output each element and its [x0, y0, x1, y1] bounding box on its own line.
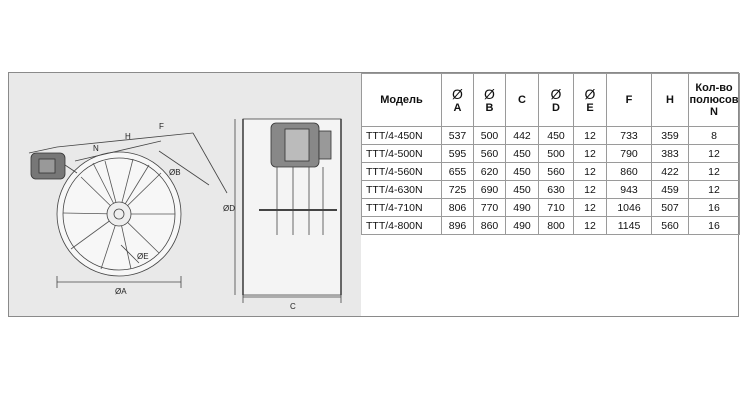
cell-f: 1145 [606, 216, 652, 235]
cell-f: 1046 [606, 198, 652, 217]
fan-technical-drawing: ØA ØB C ØD ØE F H N [9, 73, 361, 316]
header-c: C [505, 73, 539, 127]
cell-a: 655 [441, 162, 474, 181]
cell-model: TTT/4-560N [361, 162, 442, 181]
cell-e: 12 [573, 180, 607, 199]
header-f: F [606, 73, 652, 127]
cell-e: 12 [573, 162, 607, 181]
cell-c: 442 [505, 126, 539, 145]
label-f: F [159, 122, 164, 131]
cell-poles: 8 [688, 126, 740, 145]
label-n: N [93, 144, 99, 153]
table-row: TTT/4-560N 655 620 450 560 12 860 422 12 [361, 162, 740, 181]
cell-b: 620 [473, 162, 506, 181]
cell-b: 860 [473, 216, 506, 235]
cell-a: 595 [441, 144, 474, 163]
cell-e: 12 [573, 198, 607, 217]
drawing-labels: ØA ØB C ØD ØE F H N [93, 122, 296, 311]
header-h: H [651, 73, 689, 127]
table-row: TTT/4-800N 896 860 490 800 12 1145 560 1… [361, 216, 740, 235]
header-poles: Кол-во полюсов N [688, 73, 740, 127]
cell-c: 490 [505, 198, 539, 217]
table-row: TTT/4-450N 537 500 442 450 12 733 359 8 [361, 126, 740, 145]
cell-h: 459 [651, 180, 689, 199]
cell-e: 12 [573, 216, 607, 235]
label-c: C [290, 302, 296, 311]
cell-a: 725 [441, 180, 474, 199]
cell-model: TTT/4-710N [361, 198, 442, 217]
cell-model: TTT/4-800N [361, 216, 442, 235]
label-h: H [125, 132, 131, 141]
cell-model: TTT/4-630N [361, 180, 442, 199]
side-view-supports [259, 167, 337, 235]
dim-line-h [74, 140, 162, 162]
cell-a: 806 [441, 198, 474, 217]
cell-f: 733 [606, 126, 652, 145]
cell-d: 630 [538, 180, 574, 199]
cell-b: 690 [473, 180, 506, 199]
cell-e: 12 [573, 144, 607, 163]
cell-e: 12 [573, 126, 607, 145]
table-body: TTT/4-450N 537 500 442 450 12 733 359 8 … [361, 126, 740, 235]
cell-h: 560 [651, 216, 689, 235]
cell-b: 560 [473, 144, 506, 163]
cell-h: 507 [651, 198, 689, 217]
header-model: Модель [361, 73, 442, 127]
label-d: ØD [223, 204, 235, 213]
cell-h: 422 [651, 162, 689, 181]
fan-drawing-svg: ØA ØB C ØD ØE F H N [28, 118, 342, 311]
dim-line-b [158, 150, 210, 186]
cell-b: 500 [473, 126, 506, 145]
cell-poles: 12 [688, 180, 740, 199]
cell-poles: 12 [688, 162, 740, 181]
cell-a: 896 [441, 216, 474, 235]
dim-line-f [56, 132, 194, 148]
cell-c: 490 [505, 216, 539, 235]
cell-poles: 16 [688, 198, 740, 217]
cell-poles: 12 [688, 144, 740, 163]
cell-c: 450 [505, 180, 539, 199]
cell-f: 860 [606, 162, 652, 181]
cell-model: TTT/4-500N [361, 144, 442, 163]
label-e: ØE [137, 252, 149, 261]
cell-poles: 16 [688, 216, 740, 235]
table-row: TTT/4-630N 725 690 450 630 12 943 459 12 [361, 180, 740, 199]
cell-d: 450 [538, 126, 574, 145]
fan-hub [106, 201, 132, 227]
cell-d: 500 [538, 144, 574, 163]
cell-h: 383 [651, 144, 689, 163]
label-b: ØB [169, 168, 181, 177]
cell-d: 800 [538, 216, 574, 235]
cell-d: 560 [538, 162, 574, 181]
table-row: TTT/4-500N 595 560 450 500 12 790 383 12 [361, 144, 740, 163]
cell-d: 710 [538, 198, 574, 217]
dim-line-e [120, 244, 140, 264]
cell-a: 537 [441, 126, 474, 145]
cell-c: 450 [505, 144, 539, 163]
label-a: ØA [115, 287, 127, 296]
cell-c: 450 [505, 162, 539, 181]
cell-h: 359 [651, 126, 689, 145]
cell-f: 790 [606, 144, 652, 163]
table-row: TTT/4-710N 806 770 490 710 12 1046 507 1… [361, 198, 740, 217]
cell-f: 943 [606, 180, 652, 199]
cell-b: 770 [473, 198, 506, 217]
fan-hub-center [113, 208, 125, 220]
cell-model: TTT/4-450N [361, 126, 442, 145]
